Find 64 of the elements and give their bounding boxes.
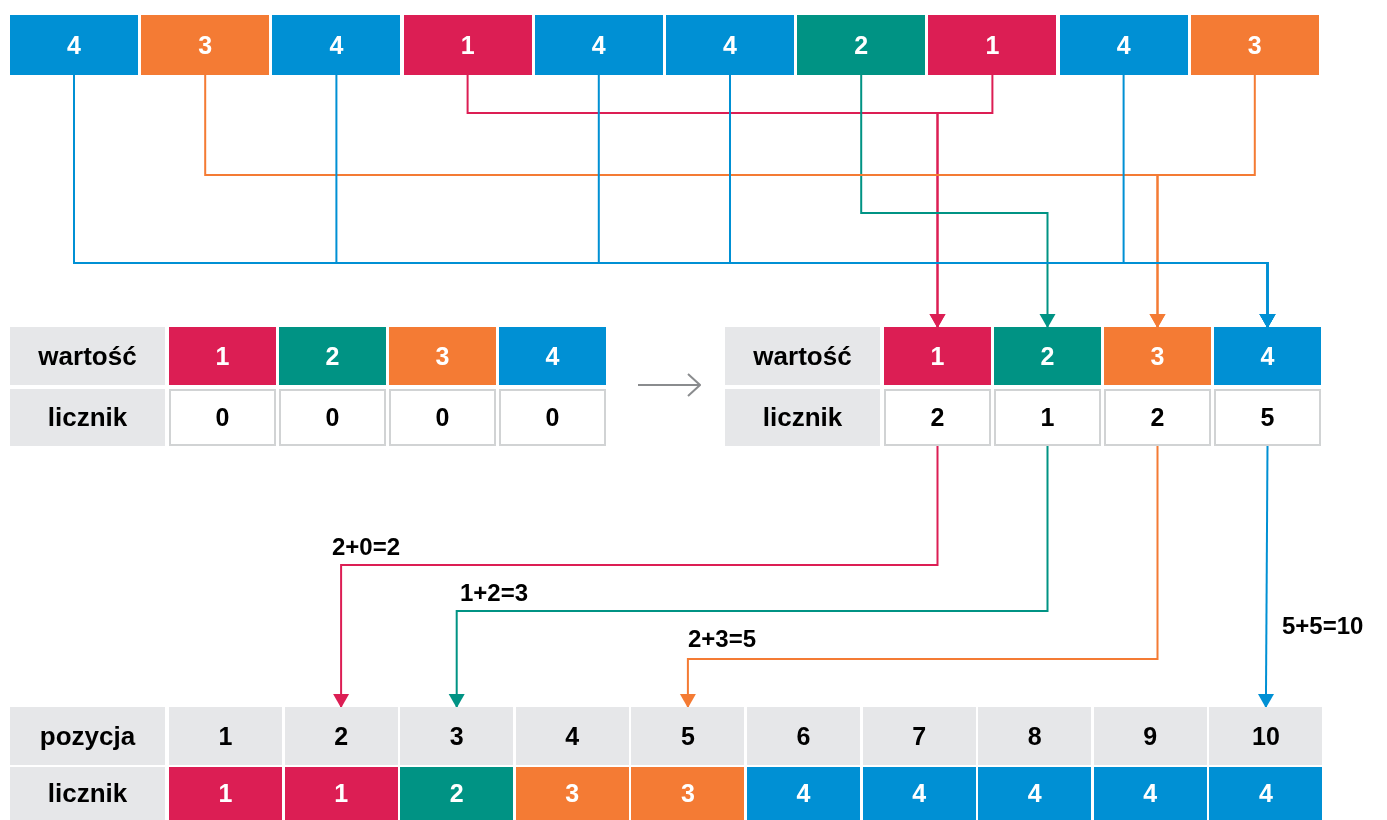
count-cell: 0 bbox=[279, 389, 386, 446]
value-cell: 3 bbox=[141, 15, 270, 75]
arrow bbox=[448, 445, 1049, 708]
position-cell: 5 bbox=[631, 707, 745, 765]
value-cell: 3 bbox=[515, 767, 629, 820]
arrow bbox=[637, 373, 701, 397]
value-cell: 4 bbox=[499, 327, 606, 385]
value-cell: 4 bbox=[862, 767, 976, 820]
count-cell: 0 bbox=[169, 389, 276, 446]
value-cell: 4 bbox=[666, 15, 794, 75]
row-header: wartość bbox=[10, 327, 165, 385]
row-header: licznik bbox=[10, 767, 165, 820]
value-cell: 4 bbox=[10, 15, 138, 75]
value-cell: 1 bbox=[928, 15, 1057, 75]
position-cell: 6 bbox=[747, 707, 860, 765]
count-cell: 1 bbox=[994, 389, 1101, 446]
arrow bbox=[1258, 445, 1274, 708]
value-cell: 2 bbox=[400, 767, 514, 820]
value-cell: 4 bbox=[1209, 767, 1323, 820]
position-cell: 3 bbox=[400, 707, 514, 765]
value-cell: 1 bbox=[884, 327, 991, 385]
value-cell: 1 bbox=[169, 767, 282, 820]
value-cell: 4 bbox=[534, 15, 663, 75]
arrow bbox=[1122, 74, 1276, 328]
arrow bbox=[860, 74, 1056, 328]
position-cell: 1 bbox=[169, 707, 282, 765]
value-cell: 3 bbox=[631, 767, 745, 820]
position-cell: 10 bbox=[1209, 707, 1323, 765]
data-table bbox=[10, 707, 1325, 820]
count-cell: 5 bbox=[1214, 389, 1321, 446]
value-cell: 2 bbox=[994, 327, 1101, 385]
value-cell: 4 bbox=[1093, 767, 1207, 820]
value-cell: 4 bbox=[978, 767, 1092, 820]
row-header: licznik bbox=[725, 389, 880, 446]
value-cell: 4 bbox=[272, 15, 401, 75]
arrow bbox=[1149, 74, 1256, 328]
position-cell: 8 bbox=[978, 707, 1092, 765]
count-cell: 0 bbox=[499, 389, 606, 446]
row-header: licznik bbox=[10, 389, 165, 446]
data-table bbox=[725, 327, 1322, 446]
position-cell: 7 bbox=[862, 707, 976, 765]
row-header: pozycja bbox=[10, 707, 165, 765]
value-cell: 2 bbox=[279, 327, 386, 385]
count-cell: 2 bbox=[1104, 389, 1211, 446]
value-cell: 4 bbox=[747, 767, 860, 820]
arrow bbox=[929, 74, 994, 328]
count-cell: 2 bbox=[884, 389, 991, 446]
data-table bbox=[10, 327, 607, 446]
row-header: wartość bbox=[725, 327, 880, 385]
arrow bbox=[333, 445, 939, 708]
value-cell: 4 bbox=[1214, 327, 1321, 385]
count-cell: 0 bbox=[389, 389, 496, 446]
position-cell: 2 bbox=[284, 707, 398, 765]
value-cell: 3 bbox=[1190, 15, 1319, 75]
value-cell: 1 bbox=[403, 15, 532, 75]
arrow bbox=[679, 445, 1159, 708]
value-cell: 1 bbox=[284, 767, 398, 820]
position-cell: 9 bbox=[1093, 707, 1207, 765]
value-cell: 4 bbox=[1059, 15, 1188, 75]
position-cell: 4 bbox=[515, 707, 629, 765]
value-cell: 2 bbox=[797, 15, 926, 75]
value-cell: 3 bbox=[389, 327, 496, 385]
value-cell: 1 bbox=[169, 327, 276, 385]
value-cell: 3 bbox=[1104, 327, 1211, 385]
